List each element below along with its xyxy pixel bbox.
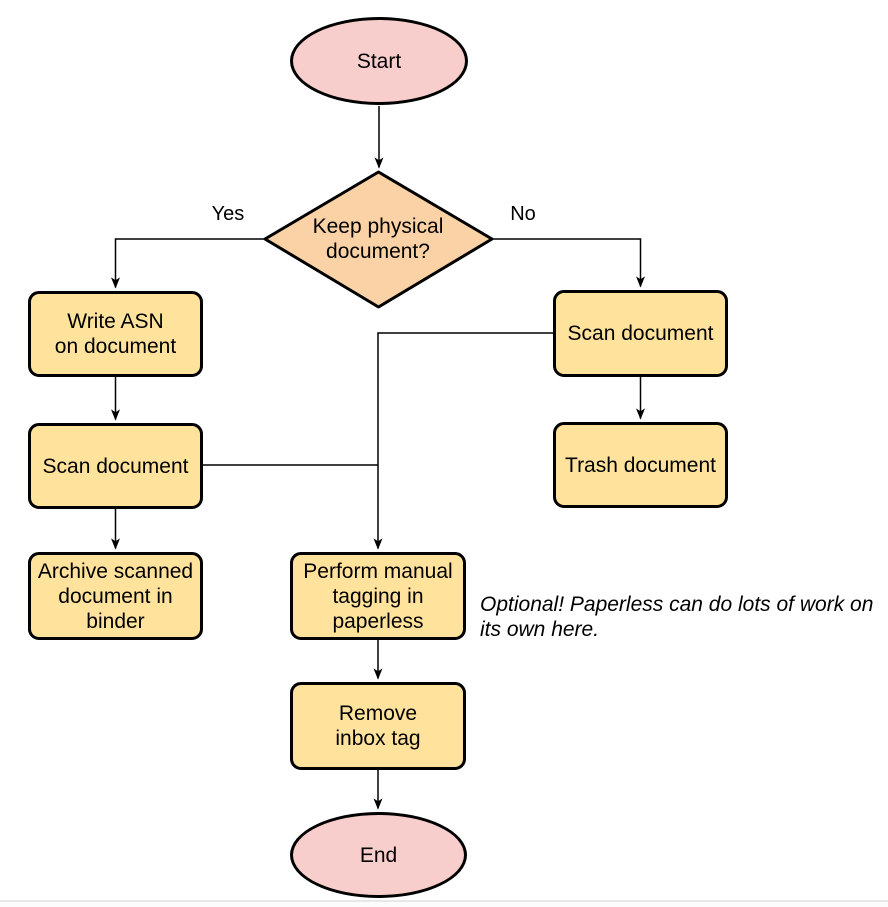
node-archive-binder: Archive scanned document in binder xyxy=(28,552,203,640)
edge-label-no: No xyxy=(510,203,536,225)
edge-decision-no-to-scan-right xyxy=(491,238,645,288)
node-manual-tagging: Perform manual tagging in paperless xyxy=(290,552,466,640)
decision-diamond-shape xyxy=(263,170,494,309)
node-scan-document-right: Scan document xyxy=(553,290,728,377)
node-write-asn: Write ASN on document xyxy=(28,291,203,377)
node-decision: Keep physical document? xyxy=(261,168,496,311)
node-end: End xyxy=(290,812,467,898)
bottom-divider-line xyxy=(0,900,888,902)
edge-decision-yes-to-write-asn xyxy=(111,238,266,289)
node-start: Start xyxy=(290,17,468,105)
below-divider-area xyxy=(0,902,888,907)
edge-scan-right-to-perform xyxy=(373,332,553,550)
node-scan-document-left: Scan document xyxy=(28,423,203,509)
decision-label: Keep physical document? xyxy=(312,215,444,263)
annotation-optional-note: Optional! Paperless can do lots of work … xyxy=(480,593,874,641)
node-remove-inbox-tag: Remove inbox tag xyxy=(290,682,466,770)
edge-label-yes: Yes xyxy=(211,203,245,225)
node-trash-document: Trash document xyxy=(553,422,728,508)
